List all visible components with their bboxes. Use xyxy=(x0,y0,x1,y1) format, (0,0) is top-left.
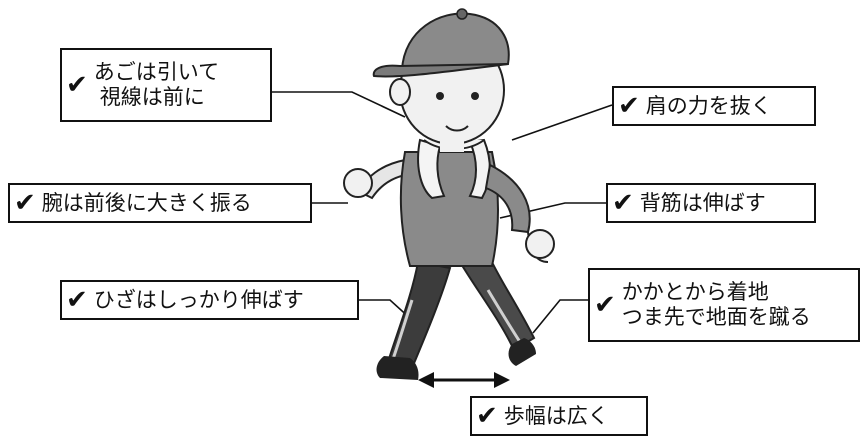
back-shoe xyxy=(376,356,419,380)
towel-left xyxy=(417,138,446,200)
label-shoulder-text: 肩の力を抜く xyxy=(645,93,772,118)
check-icon: ✔ xyxy=(66,69,88,100)
label-stride-text: 歩幅は広く xyxy=(503,403,609,428)
check-icon: ✔ xyxy=(594,289,616,320)
label-stride: ✔ 歩幅は広く xyxy=(470,396,648,436)
mouth xyxy=(445,125,469,132)
cap-brim xyxy=(372,63,509,78)
label-chin: ✔ あごは引いて 視線は前に xyxy=(60,48,272,122)
check-icon: ✔ xyxy=(66,284,88,315)
label-heel-line1: かかとから着地 xyxy=(621,280,769,304)
stride-arrow xyxy=(418,372,510,388)
label-shoulder: ✔ 肩の力を抜く xyxy=(612,86,816,126)
towel-right xyxy=(468,138,491,200)
label-back-text: 背筋は伸ばす xyxy=(639,190,766,215)
leader-heel xyxy=(532,299,588,334)
label-knees: ✔ ひざはしっかり伸ばす xyxy=(60,280,359,320)
label-arms: ✔ 腕は前後に大きく振る xyxy=(8,183,312,223)
ear xyxy=(389,78,411,106)
label-heel-line2: つま先で地面を蹴る xyxy=(621,305,811,329)
back-fist xyxy=(343,168,373,198)
label-knees-text: ひざはしっかり伸ばす xyxy=(93,287,304,312)
label-chin-line1: あごは引いて xyxy=(93,60,220,84)
label-chin-line2: 視線は前に xyxy=(99,85,205,109)
label-back: ✔ 背筋は伸ばす xyxy=(606,183,816,223)
cap xyxy=(400,12,510,72)
eye-left xyxy=(436,92,444,100)
eye-right xyxy=(471,92,479,100)
label-heel: ✔ かかとから着地 つま先で地面を蹴る xyxy=(588,268,860,342)
leader-chin xyxy=(272,91,406,118)
check-icon: ✔ xyxy=(618,90,640,121)
back-leg xyxy=(386,260,452,370)
check-icon: ✔ xyxy=(14,187,36,218)
front-shoe xyxy=(508,338,536,366)
label-arms-text: 腕は前後に大きく振る xyxy=(41,190,252,215)
back-arm xyxy=(358,158,414,200)
front-fist xyxy=(525,229,555,259)
check-icon: ✔ xyxy=(476,400,498,431)
check-icon: ✔ xyxy=(612,187,634,218)
leader-shoulder xyxy=(511,104,613,141)
